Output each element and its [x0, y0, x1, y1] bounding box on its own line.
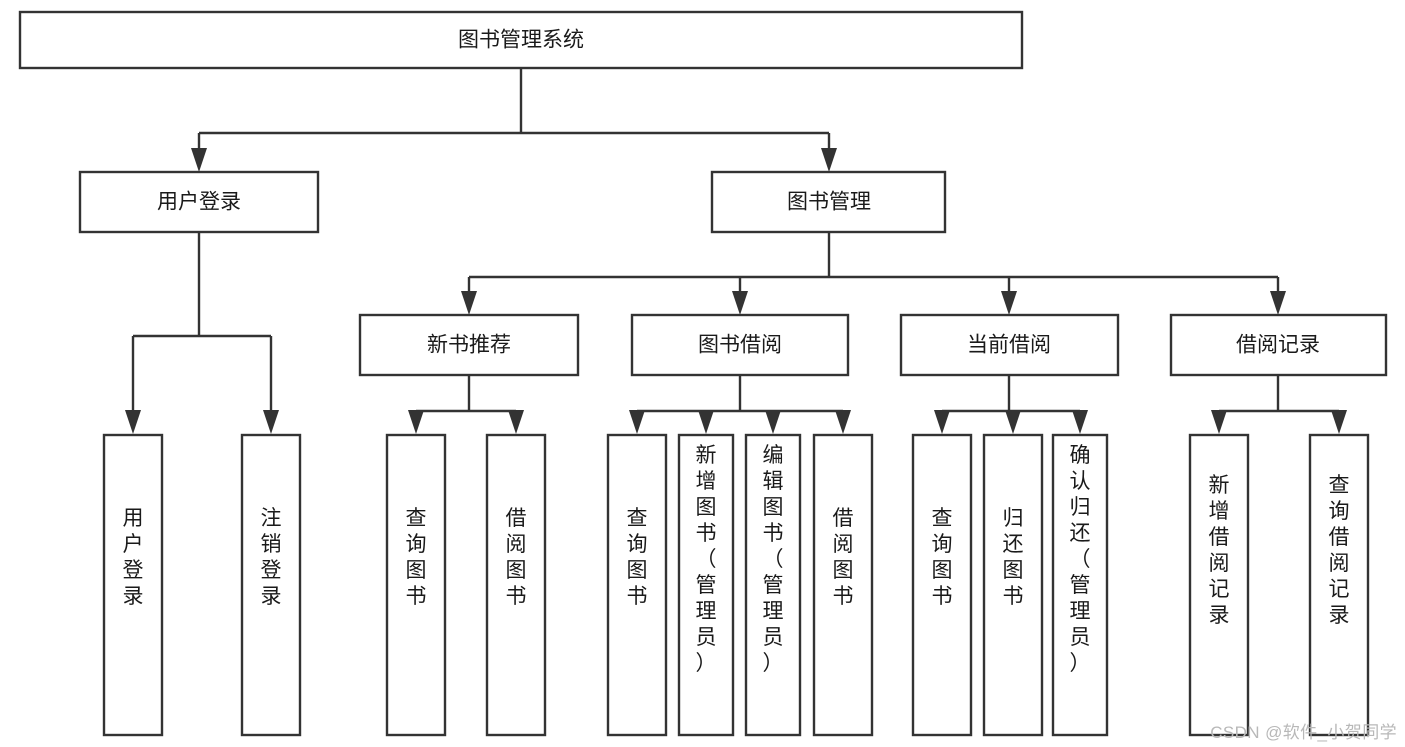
- leaf-node[interactable]: 查询图书: [385, 433, 447, 737]
- arrow-to-leaf-query-borrow-record: [1331, 410, 1347, 434]
- user-login-box[interactable]: [78, 170, 320, 234]
- node-book-borrow[interactable]: 图书借阅: [630, 313, 850, 377]
- leaf-node[interactable]: 新增借阅记录: [1188, 433, 1250, 737]
- user-login-label: 用户登录: [157, 191, 241, 214]
- arrow-to-current-borrow: [1001, 291, 1017, 315]
- new-book-recommend-box[interactable]: [358, 313, 580, 377]
- book-borrow-box[interactable]: [630, 313, 850, 377]
- arrow-to-leaf-borrow-book-recommend: [508, 410, 524, 434]
- arrow-to-leaf-add-book: [698, 410, 714, 434]
- leaf-node[interactable]: 借阅图书: [812, 433, 874, 737]
- leaf-node[interactable]: 注销登录: [240, 433, 302, 737]
- leaf-add-borrow-record-label: 新增借阅记录: [1209, 474, 1230, 627]
- arrow-to-leaf-logout-login: [263, 410, 279, 434]
- current-borrow-box[interactable]: [899, 313, 1120, 377]
- arrow-to-leaf-confirm-return: [1072, 410, 1088, 434]
- arrow-to-leaf-borrow-book: [835, 410, 851, 434]
- leaf-logout-login-label: 注销登录: [261, 507, 282, 608]
- book-borrow-label: 图书借阅: [698, 334, 782, 357]
- leaf-query-book-borrow-label: 查询图书: [627, 507, 648, 608]
- leaf-logout-login-box[interactable]: [240, 433, 302, 737]
- leaf-return-book-label: 归还图书: [1003, 507, 1024, 608]
- leaf-query-book-current-box[interactable]: [911, 433, 973, 737]
- arrow-to-borrow-record: [1270, 291, 1286, 315]
- leaf-add-book-box[interactable]: [677, 433, 735, 737]
- leaf-query-borrow-record-box[interactable]: [1308, 433, 1370, 737]
- leaf-node[interactable]: 用户登录: [102, 433, 164, 737]
- arrow-to-leaf-query-book-borrow: [629, 410, 645, 434]
- arrow-to-leaf-query-book-recommend: [408, 410, 424, 434]
- leaf-edit-book-label: 编辑图书（管理员）: [763, 444, 784, 675]
- arrow-to-leaf-add-borrow-record: [1211, 410, 1227, 434]
- leaf-user-login-box[interactable]: [102, 433, 164, 737]
- leaf-add-borrow-record-box[interactable]: [1188, 433, 1250, 737]
- arrow-to-user-login: [191, 148, 207, 172]
- node-current-borrow[interactable]: 当前借阅: [899, 313, 1120, 377]
- borrow-record-label: 借阅记录: [1236, 334, 1320, 357]
- leaf-borrow-book-box[interactable]: [812, 433, 874, 737]
- leaf-confirm-return-box[interactable]: [1051, 433, 1109, 737]
- book-management-box[interactable]: [710, 170, 947, 234]
- leaf-add-book-label: 新增图书（管理员）: [696, 444, 717, 675]
- node-borrow-record[interactable]: 借阅记录: [1169, 313, 1388, 377]
- leaf-query-book-current-label: 查询图书: [932, 507, 953, 608]
- leaf-node[interactable]: 编辑图书（管理员）: [744, 433, 802, 737]
- leaf-borrow-book-recommend-label: 借阅图书: [506, 507, 527, 608]
- leaf-node[interactable]: 归还图书: [982, 433, 1044, 737]
- leaf-borrow-book-recommend-box[interactable]: [485, 433, 547, 737]
- leaf-edit-book-box[interactable]: [744, 433, 802, 737]
- leaf-user-login-label: 用户登录: [123, 507, 144, 608]
- arrow-to-book-borrow: [732, 291, 748, 315]
- leaf-query-book-recommend-box[interactable]: [385, 433, 447, 737]
- root-box[interactable]: [18, 10, 1024, 70]
- node-new-book-recommend[interactable]: 新书推荐: [358, 313, 580, 377]
- leaf-return-book-box[interactable]: [982, 433, 1044, 737]
- leaf-borrow-book-label: 借阅图书: [833, 507, 854, 608]
- borrow-record-box[interactable]: [1169, 313, 1388, 377]
- connector-layer: [125, 68, 1347, 434]
- leaf-query-book-borrow-box[interactable]: [606, 433, 668, 737]
- leaf-confirm-return-label: 确认归还（管理员）: [1070, 444, 1091, 675]
- leaf-node[interactable]: 确认归还（管理员）: [1051, 433, 1109, 737]
- arrow-to-new-book-recommend: [461, 291, 477, 315]
- arrow-to-leaf-edit-book: [765, 410, 781, 434]
- node-book-management[interactable]: 图书管理: [710, 170, 947, 234]
- arrow-to-leaf-query-book-current: [934, 410, 950, 434]
- leaf-query-borrow-record-label: 查询借阅记录: [1329, 474, 1350, 627]
- leaf-node[interactable]: 查询图书: [606, 433, 668, 737]
- leaf-query-book-recommend-label: 查询图书: [406, 507, 427, 608]
- arrow-to-leaf-user-login: [125, 410, 141, 434]
- new-book-recommend-label: 新书推荐: [427, 334, 511, 357]
- leaf-node[interactable]: 借阅图书: [485, 433, 547, 737]
- leaf-node[interactable]: 查询图书: [911, 433, 973, 737]
- book-management-label: 图书管理: [787, 191, 871, 214]
- arrow-to-leaf-return-book: [1005, 410, 1021, 434]
- leaf-node[interactable]: 新增图书（管理员）: [677, 433, 735, 737]
- current-borrow-label: 当前借阅: [967, 334, 1051, 357]
- leaf-node[interactable]: 查询借阅记录: [1308, 433, 1370, 737]
- node-user-login[interactable]: 用户登录: [78, 170, 320, 234]
- arrow-to-book-management: [821, 148, 837, 172]
- root-label: 图书管理系统: [458, 29, 584, 52]
- node-root[interactable]: 图书管理系统: [18, 10, 1024, 70]
